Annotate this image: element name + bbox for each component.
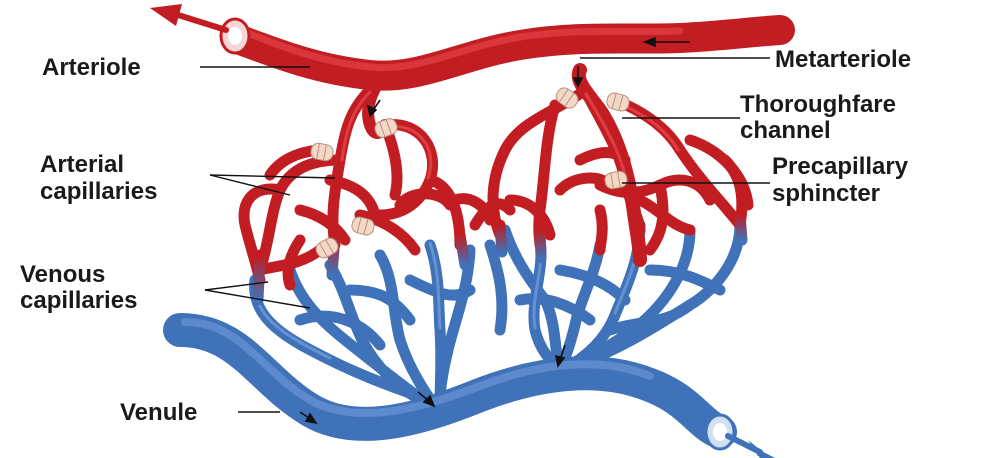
label-precapillary-line2: sphincter	[772, 180, 880, 207]
label-thoroughfare-line2: channel	[740, 117, 831, 144]
inflow-arrow-icon	[150, 4, 182, 26]
label-thoroughfare-line1: Thoroughfare	[740, 91, 896, 118]
label-metarteriole: Metarteriole	[775, 46, 911, 73]
venule-vessel	[180, 322, 775, 458]
label-venous-line1: Venous	[20, 261, 105, 288]
label-precapillary-line1: Precapillary	[772, 153, 909, 180]
label-arteriole: Arteriole	[42, 54, 141, 81]
label-arterial-line1: Arterial	[40, 151, 124, 178]
label-venous-line2: capillaries	[20, 287, 137, 314]
arteriole-vessel	[150, 4, 780, 76]
label-venule: Venule	[120, 399, 197, 426]
label-arterial-line2: capillaries	[40, 178, 157, 205]
